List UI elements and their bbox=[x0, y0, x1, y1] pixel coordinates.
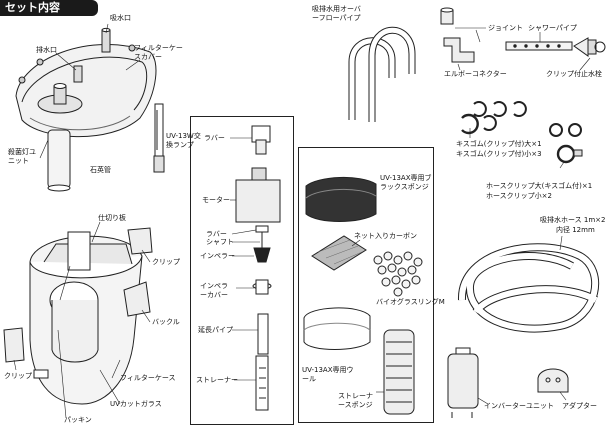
motor-parts-drawing bbox=[235, 125, 281, 411]
leader-lines-cover bbox=[39, 23, 141, 159]
clip-top-drawing bbox=[127, 227, 153, 255]
section-header: セット内容 bbox=[0, 0, 98, 16]
label-joint: ジョイント bbox=[488, 24, 523, 32]
label-suction-rubber-small: キスゴム(クリップ付)小×3 bbox=[456, 150, 542, 158]
filter-case-drawing bbox=[29, 231, 143, 405]
label-shaft: シャフト bbox=[206, 238, 234, 246]
adapter-drawing bbox=[537, 368, 569, 393]
section-title: セット内容 bbox=[5, 1, 60, 14]
leader-lines-inverter bbox=[477, 391, 567, 405]
label-filter-case-cover: フィルターケースカバー bbox=[134, 44, 183, 61]
label-rubber-top: ラバー bbox=[204, 134, 225, 142]
label-clip-left: クリップ bbox=[4, 372, 32, 380]
label-extension-pipe: 延長パイプ bbox=[198, 326, 233, 334]
label-overflow-pipe: 吸排水用オーバーフローパイプ bbox=[312, 5, 361, 22]
label-strainer-left: ストレーナー bbox=[196, 376, 238, 384]
black-sponge-drawing bbox=[305, 176, 377, 222]
label-rubber-mid: ラバー bbox=[206, 230, 227, 238]
label-strainer-sponge: ストレーナースポンジ bbox=[338, 392, 373, 409]
label-uv-cut-glass: UVカットガラス bbox=[110, 400, 162, 408]
label-quartz-tube: 石英管 bbox=[90, 166, 111, 174]
label-filter-case: フィルターケース bbox=[120, 374, 176, 382]
quartz-tube-drawing bbox=[47, 129, 71, 192]
label-divider: 仕切り板 bbox=[98, 214, 126, 222]
label-hose-diameter: 内径 12mm bbox=[556, 226, 595, 234]
label-inverter-unit: インバーターユニット bbox=[484, 402, 554, 410]
leader-lines-case bbox=[13, 221, 151, 419]
joint-drawing bbox=[440, 7, 454, 25]
label-sterilizer-unit: 殺菌灯ユニット bbox=[8, 148, 36, 165]
stopper-drawing bbox=[573, 37, 606, 57]
inverter-unit-drawing bbox=[447, 347, 479, 418]
label-motor: モーター bbox=[202, 196, 230, 204]
label-hose: 吸排水ホース 1m×2 bbox=[540, 216, 606, 224]
elbow-connector-drawing bbox=[443, 37, 475, 63]
label-hose-clip-small: ホースクリップ小×2 bbox=[486, 192, 552, 200]
label-carbon-net: ネット入りカーボン bbox=[354, 232, 417, 240]
carbon-net-drawing bbox=[311, 235, 367, 271]
uv-lamp-drawing bbox=[153, 103, 165, 173]
leader-lines-joint bbox=[455, 27, 591, 71]
label-clip-top: クリップ bbox=[152, 258, 180, 266]
motor-parts-box bbox=[190, 116, 294, 425]
clip-left-drawing bbox=[3, 327, 25, 363]
label-elbow-connector: エルボーコネクター bbox=[444, 70, 507, 78]
label-impeller: インペラー bbox=[200, 252, 235, 260]
filter-case-cover-drawing bbox=[15, 27, 157, 138]
bio-glass-ring-drawing bbox=[373, 251, 423, 297]
leader-lines-media bbox=[351, 239, 384, 393]
label-impeller-cover: インペラーカバー bbox=[200, 282, 228, 299]
filter-media-box bbox=[298, 147, 434, 423]
overflow-pipe-drawing bbox=[348, 26, 416, 122]
label-inlet: 排水口 bbox=[36, 46, 57, 54]
buckle-drawing bbox=[123, 281, 151, 317]
strainer-sponge-drawing bbox=[383, 329, 415, 415]
label-adapter: アダプター bbox=[562, 402, 597, 410]
label-bio-glass-ring: バイオグラスリングM bbox=[376, 298, 445, 306]
label-packing: パッキン bbox=[64, 416, 92, 424]
leader-lines-motor bbox=[230, 137, 260, 381]
label-buckle: バックル bbox=[152, 318, 180, 326]
label-black-sponge: UV-13AX専用ブラックスポンジ bbox=[380, 174, 432, 191]
label-uv-lamp: UV-13W交換ランプ bbox=[166, 132, 201, 149]
hose-clips-drawing bbox=[549, 123, 583, 164]
label-outlet: 吸水口 bbox=[110, 14, 131, 22]
hose-coil-drawing bbox=[457, 235, 600, 333]
label-suction-rubber-large: キスゴム(クリップ付)大×1 bbox=[456, 140, 542, 148]
label-hose-clip-large: ホースクリップ大(キスゴム付)×1 bbox=[486, 182, 593, 190]
leader-lines-clips bbox=[469, 128, 565, 169]
suction-cups-drawing bbox=[461, 101, 527, 135]
wool-drawing bbox=[303, 307, 371, 350]
label-wool: UV-13AX専用ウール bbox=[302, 366, 354, 383]
shower-pipe-drawing bbox=[505, 41, 573, 51]
label-shower-pipe: シャワーパイプ bbox=[528, 24, 577, 32]
label-suction-cup-stopper: クリップ付止水栓 bbox=[546, 70, 602, 78]
